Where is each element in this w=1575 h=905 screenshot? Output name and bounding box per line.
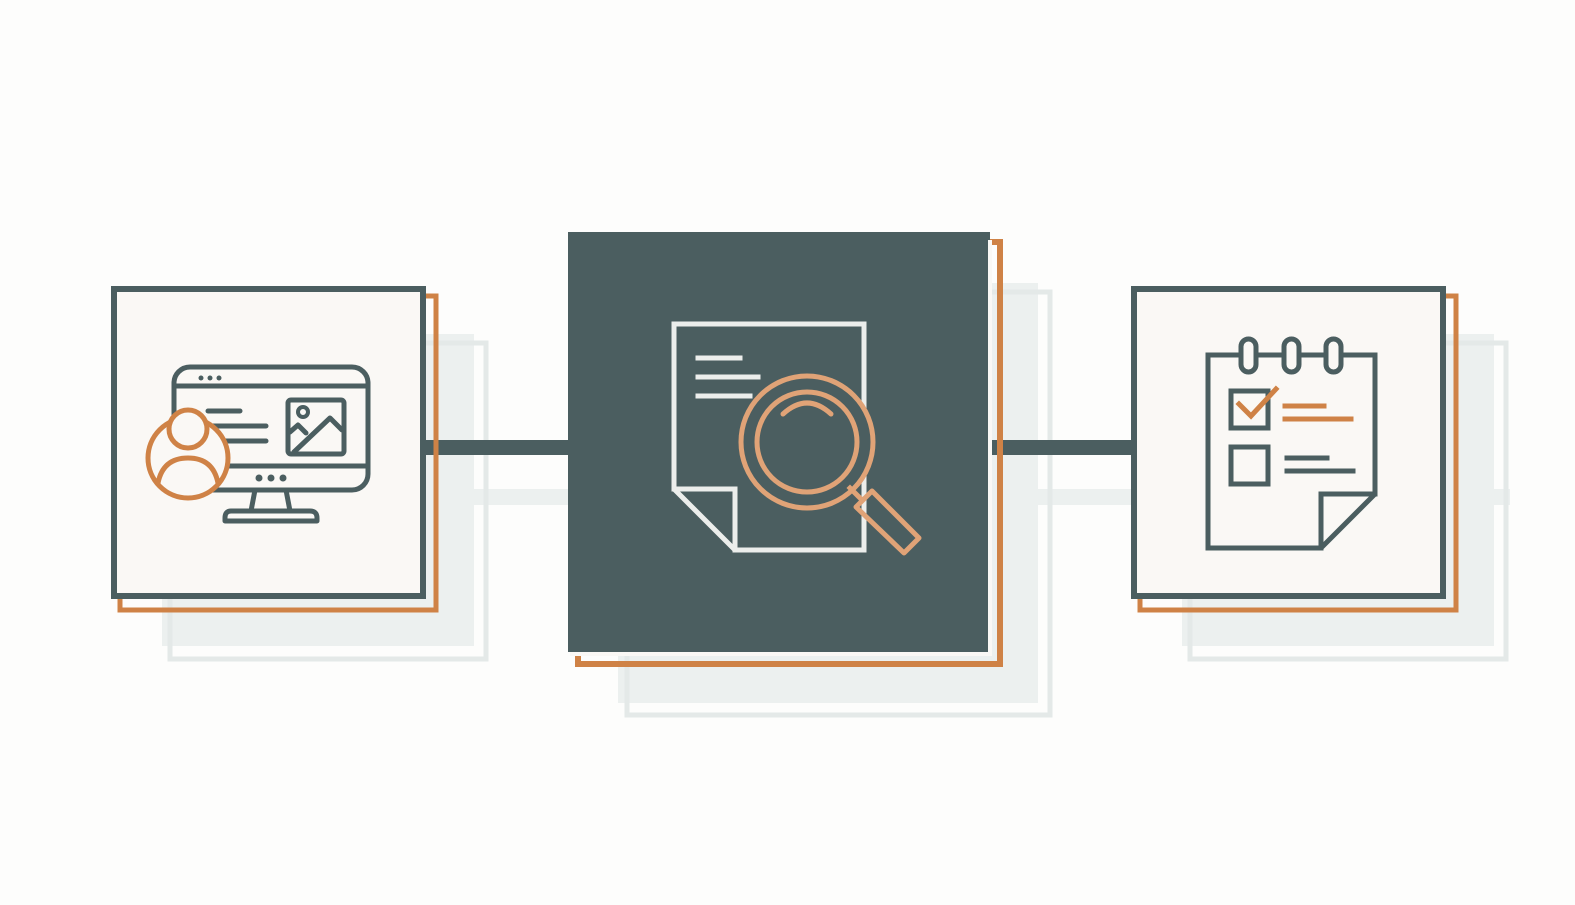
step-card-3 <box>1131 286 1459 613</box>
checklist-notepad-icon <box>1205 336 1378 551</box>
step-card-2 <box>568 232 1003 667</box>
document-search-icon <box>671 321 922 556</box>
card-2-gap-right <box>988 240 992 654</box>
step-card-1 <box>111 286 439 613</box>
card-2-gap-bottom <box>570 652 992 656</box>
user-monitor-icon <box>145 364 371 524</box>
